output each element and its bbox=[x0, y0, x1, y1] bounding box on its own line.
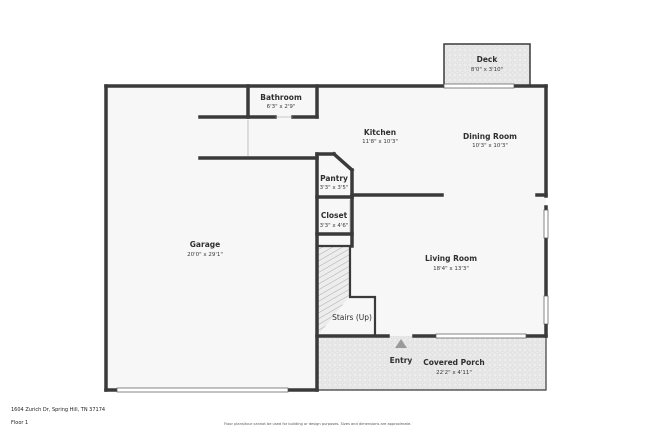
garage-dims: 20'0" x 29'1" bbox=[187, 252, 223, 258]
doors bbox=[247, 116, 351, 232]
pantry-label: Pantry bbox=[320, 174, 348, 183]
deck-dims: 8'0" x 3'10" bbox=[471, 67, 503, 73]
windows bbox=[116, 83, 549, 393]
address-text: 1604 Zurich Dr, Spring Hill, TN 37174 bbox=[11, 407, 106, 413]
covered-porch-label: Covered Porch bbox=[423, 358, 485, 367]
deck-label: Deck bbox=[477, 55, 499, 64]
disclaimer-text: Floor plans/tour cannot be used for buil… bbox=[224, 422, 412, 426]
deck-area bbox=[443, 43, 531, 87]
closet-label: Closet bbox=[321, 211, 348, 220]
covered-porch-area bbox=[317, 336, 546, 390]
stairs-label: Stairs (Up) bbox=[332, 313, 372, 322]
floor-label: Floor 1 bbox=[11, 420, 29, 426]
entry-label: Entry bbox=[390, 356, 413, 365]
dining-room-label: Dining Room bbox=[463, 132, 517, 141]
kitchen-dims: 11'8" x 10'3" bbox=[362, 139, 398, 145]
pantry-dims: 3'3" x 3'5" bbox=[320, 185, 349, 191]
bathroom-dims: 6'3" x 2'9" bbox=[267, 104, 296, 110]
stairs-area bbox=[318, 244, 377, 336]
bathroom-label: Bathroom bbox=[260, 93, 302, 102]
dining-room-dims: 10'3" x 10'3" bbox=[472, 143, 508, 149]
porch-outline bbox=[317, 336, 547, 391]
garage-label: Garage bbox=[190, 240, 220, 249]
closet-dims: 3'3" x 4'6" bbox=[320, 223, 349, 229]
kitchen-label: Kitchen bbox=[364, 128, 396, 137]
entry-arrow-icon bbox=[395, 339, 407, 348]
living-room-label: Living Room bbox=[425, 254, 477, 263]
living-room-dims: 18'4" x 13'3" bbox=[433, 266, 469, 272]
covered-porch-dims: 22'2" x 4'11" bbox=[436, 370, 472, 376]
